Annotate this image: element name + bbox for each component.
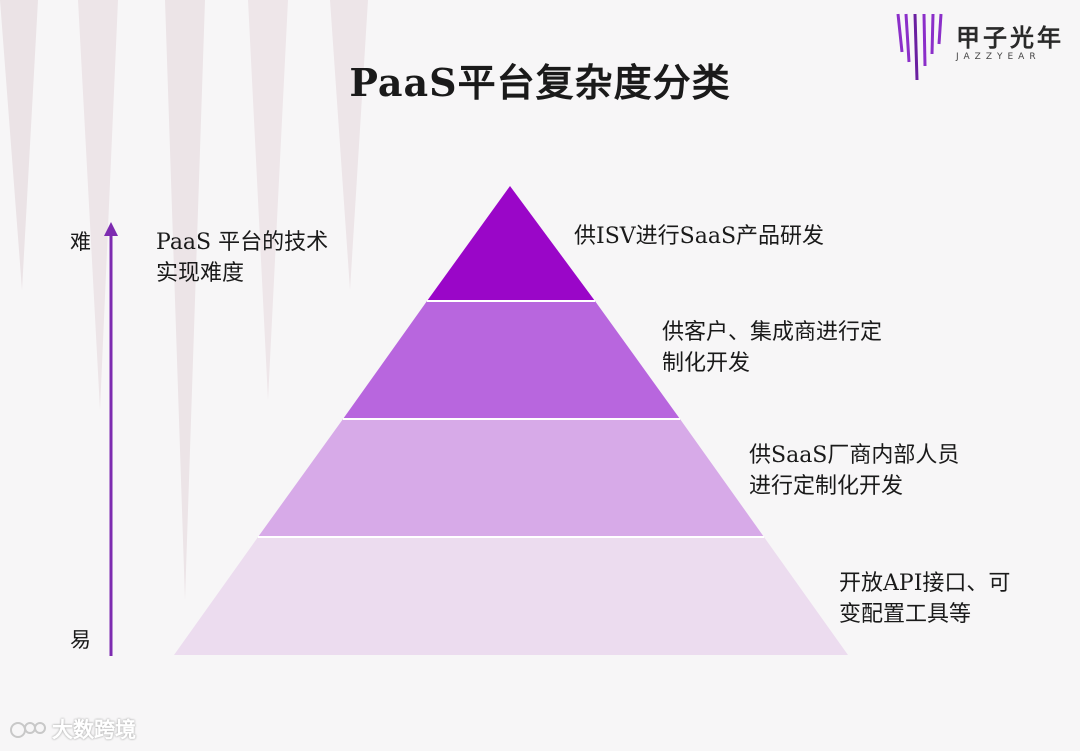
logo-text-cn: 甲子光年 (956, 23, 1064, 52)
axis-top-label: 难 (70, 230, 91, 254)
watermark: 大数跨境 (52, 718, 136, 742)
watermark-icon (10, 722, 46, 738)
level-4-label: 开放API接口、可变配置工具等 (839, 571, 1011, 627)
page-title: PaaS平台复杂度分类 (349, 60, 731, 105)
difficulty-arrow (104, 222, 118, 656)
brand-logo: 甲子光年 JAZZYEAR (894, 10, 1070, 84)
axis-description: PaaS 平台的技术实现难度 (156, 230, 329, 286)
pyramid-level-4 (174, 537, 848, 655)
logo-icon (896, 13, 943, 81)
pyramid-level-3 (258, 419, 764, 537)
pyramid-level-1 (427, 186, 595, 301)
level-3-label: 供SaaS厂商内部人员进行定制化开发 (749, 443, 960, 499)
logo-text-en: JAZZYEAR (956, 52, 1041, 62)
axis-bottom-label: 易 (70, 628, 91, 652)
level-2-label: 供客户、集成商进行定制化开发 (662, 320, 883, 376)
pyramid-level-2 (343, 301, 680, 419)
level-1-label: 供ISV进行SaaS产品研发 (574, 224, 825, 249)
